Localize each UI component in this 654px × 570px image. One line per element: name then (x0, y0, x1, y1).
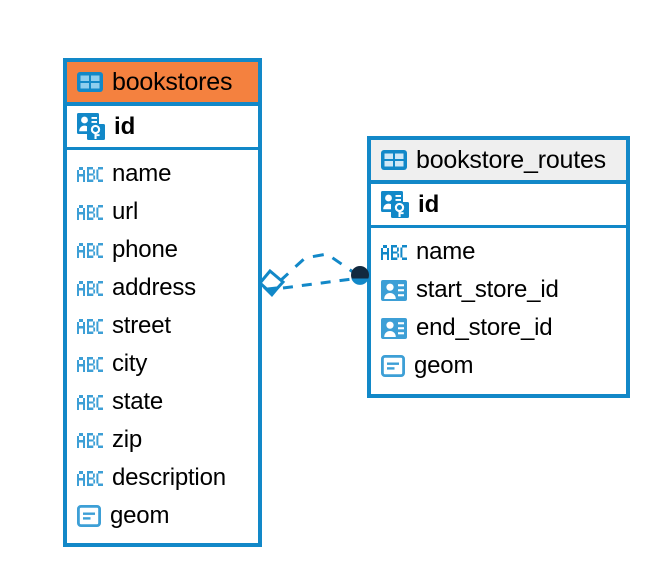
field-row-street[interactable]: street (67, 307, 258, 345)
abc-text-icon (381, 244, 407, 260)
field-row-geom[interactable]: geom (371, 347, 626, 385)
diamond-marker[interactable] (257, 268, 286, 297)
field-label-phone: phone (112, 236, 178, 263)
entity-header-bookstores[interactable]: bookstores (67, 62, 258, 106)
abc-text-icon (77, 204, 103, 220)
field-label-start-store-id: start_store_id (416, 276, 559, 303)
field-row-phone[interactable]: phone (67, 231, 258, 269)
table-icon (381, 150, 407, 170)
geometry-icon (76, 504, 102, 528)
entity-box-bookstore-routes[interactable]: bookstore_routes id (367, 136, 630, 398)
entity-title-bookstore-routes: bookstore_routes (416, 145, 606, 174)
field-row-geom[interactable]: geom (67, 497, 258, 535)
field-list-bookstore-routes: name start_store_id (371, 228, 626, 391)
abc-text-icon (77, 318, 103, 334)
table-icon (77, 72, 103, 92)
field-label-name: name (416, 238, 476, 265)
field-row-city[interactable]: city (67, 345, 258, 383)
field-row-name[interactable]: name (67, 155, 258, 193)
field-label-geom: geom (414, 352, 474, 379)
primary-key-icon (381, 191, 409, 218)
field-label-name: name (112, 160, 172, 187)
abc-text-icon (77, 166, 103, 182)
field-row-address[interactable]: address (67, 269, 258, 307)
field-row-description[interactable]: description (67, 459, 258, 497)
entity-box-bookstores[interactable]: bookstores id (63, 58, 262, 547)
field-row-end-store-id[interactable]: end_store_id (371, 309, 626, 347)
field-label-zip: zip (112, 426, 143, 453)
field-label-city: city (112, 350, 148, 377)
field-label-description: description (112, 464, 226, 491)
field-label-end-store-id: end_store_id (416, 314, 553, 341)
field-row-url[interactable]: url (67, 193, 258, 231)
relationship-line-arc (278, 252, 354, 283)
field-row-name[interactable]: name (371, 233, 626, 271)
abc-text-icon (77, 432, 103, 448)
abc-text-icon (77, 242, 103, 258)
field-row-state[interactable]: state (67, 383, 258, 421)
field-label-geom: geom (110, 502, 170, 529)
abc-text-icon (77, 356, 103, 372)
relationship-line-straight (282, 277, 353, 290)
field-label-street: street (112, 312, 171, 339)
abc-text-icon (77, 394, 103, 410)
field-row-zip[interactable]: zip (67, 421, 258, 459)
field-label-id: id (418, 190, 440, 218)
entity-title-bookstores: bookstores (112, 67, 233, 96)
field-list-bookstores: name url (67, 150, 258, 541)
field-label-state: state (112, 388, 164, 415)
field-label-url: url (112, 198, 139, 225)
primary-key-icon (77, 113, 105, 140)
geometry-icon (380, 354, 406, 378)
field-label-address: address (112, 274, 196, 301)
field-row-primary-key[interactable]: id (371, 184, 626, 228)
entity-header-bookstore-routes[interactable]: bookstore_routes (371, 140, 626, 184)
field-row-primary-key[interactable]: id (67, 106, 258, 150)
field-label-id: id (114, 112, 136, 140)
field-row-start-store-id[interactable]: start_store_id (371, 271, 626, 309)
abc-text-icon (77, 280, 103, 296)
foreign-key-icon (381, 279, 407, 301)
abc-text-icon (77, 470, 103, 486)
foreign-key-icon (381, 317, 407, 339)
